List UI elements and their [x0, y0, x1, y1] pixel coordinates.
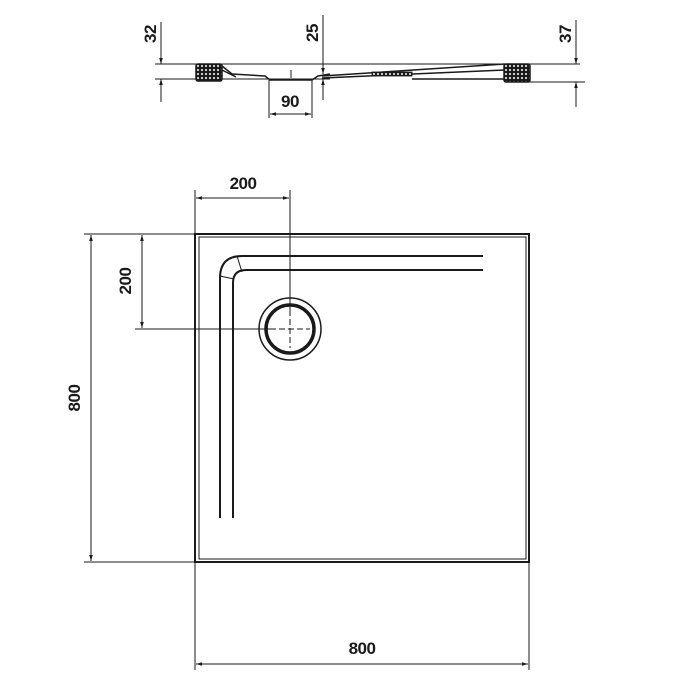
plan-view: 200 200 800 800 [65, 174, 530, 670]
dim-height-left-label: 32 [141, 25, 160, 43]
tray-profile-right-mid [321, 69, 506, 79]
right-edge-profile [503, 63, 531, 83]
gutter-outer-edge [219, 255, 483, 518]
gutter-joint-left [219, 275, 235, 280]
section-view: 32 25 37 90 [141, 15, 585, 118]
tray-profile-inner [221, 69, 237, 78]
gutter-inner-edge [232, 269, 483, 518]
dim-height-drain-label: 25 [303, 24, 322, 42]
dim-depth-label: 800 [65, 385, 84, 412]
support-rib [371, 71, 413, 77]
dim-drain-offset-y-label: 200 [116, 268, 135, 295]
gutter-joint-top [236, 255, 243, 273]
left-edge-profile [195, 63, 223, 82]
dim-drain-width-label: 90 [281, 92, 299, 111]
dim-height-right-label: 37 [556, 25, 575, 43]
tray-profile-right-top [321, 63, 506, 77]
dim-drain-offset-x-label: 200 [230, 174, 257, 193]
dim-width-label: 800 [349, 639, 376, 658]
tray-outline-inner [198, 236, 527, 560]
tray-profile-left [221, 65, 331, 81]
tray-outline-outer [194, 233, 530, 563]
